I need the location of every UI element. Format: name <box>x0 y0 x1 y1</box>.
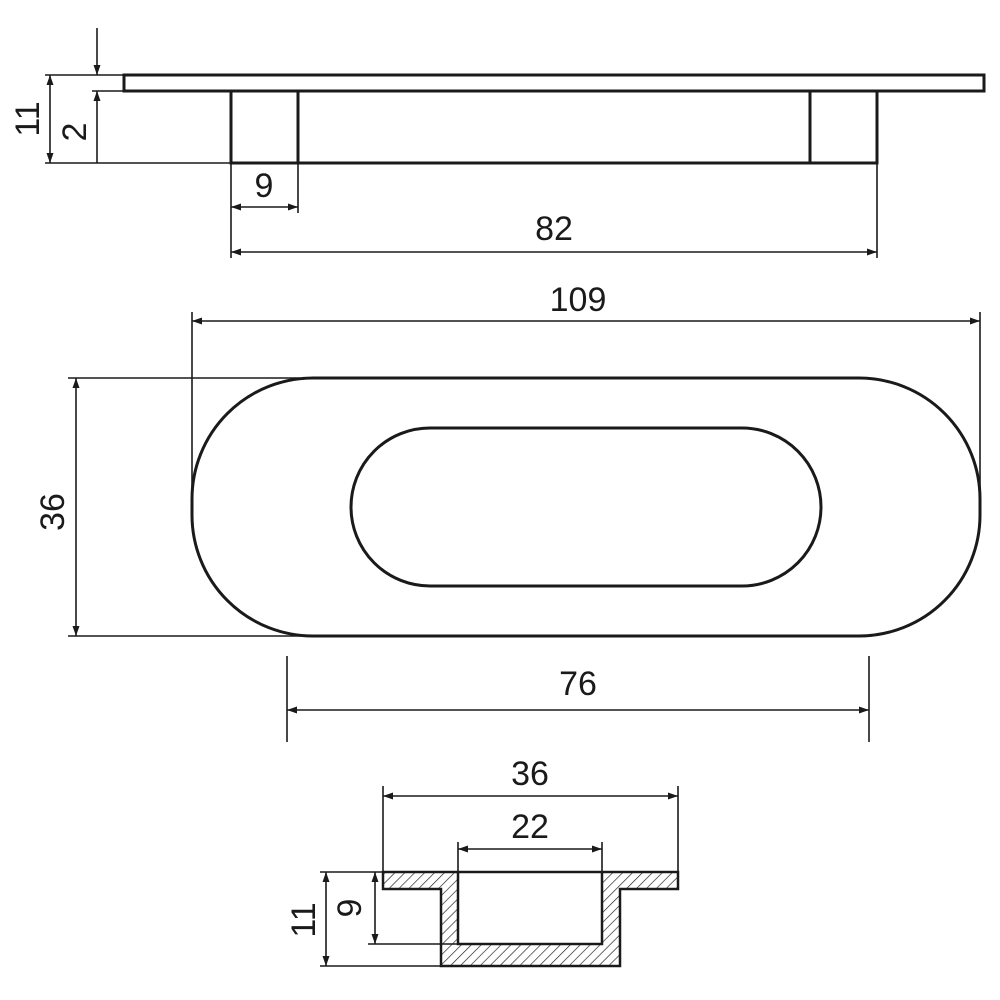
dim-section-inner: 22 <box>511 808 549 846</box>
side-flange-plate <box>122 73 986 93</box>
dim-section-outer: 36 <box>511 755 549 793</box>
dim-wall-width: 9 <box>255 167 274 205</box>
dim-plate-thickness: 2 <box>56 123 94 142</box>
section-view: 36 22 11 9 <box>285 755 680 968</box>
side-view: 11 2 9 82 <box>9 28 986 258</box>
dim-overall-length: 109 <box>550 281 607 319</box>
dim-side-height: 11 <box>9 101 47 136</box>
dim-cup-depth: 9 <box>331 899 369 918</box>
side-recess-body <box>229 89 879 165</box>
top-view: 109 36 76 <box>34 281 982 742</box>
top-inner-outline <box>349 426 823 588</box>
dim-inner-length: 76 <box>559 665 597 703</box>
dim-overall-width: 36 <box>34 493 72 531</box>
dim-section-height: 11 <box>285 902 323 937</box>
section-profile <box>381 870 680 968</box>
dim-body-length: 82 <box>535 210 573 248</box>
top-outer-outline <box>190 376 982 638</box>
